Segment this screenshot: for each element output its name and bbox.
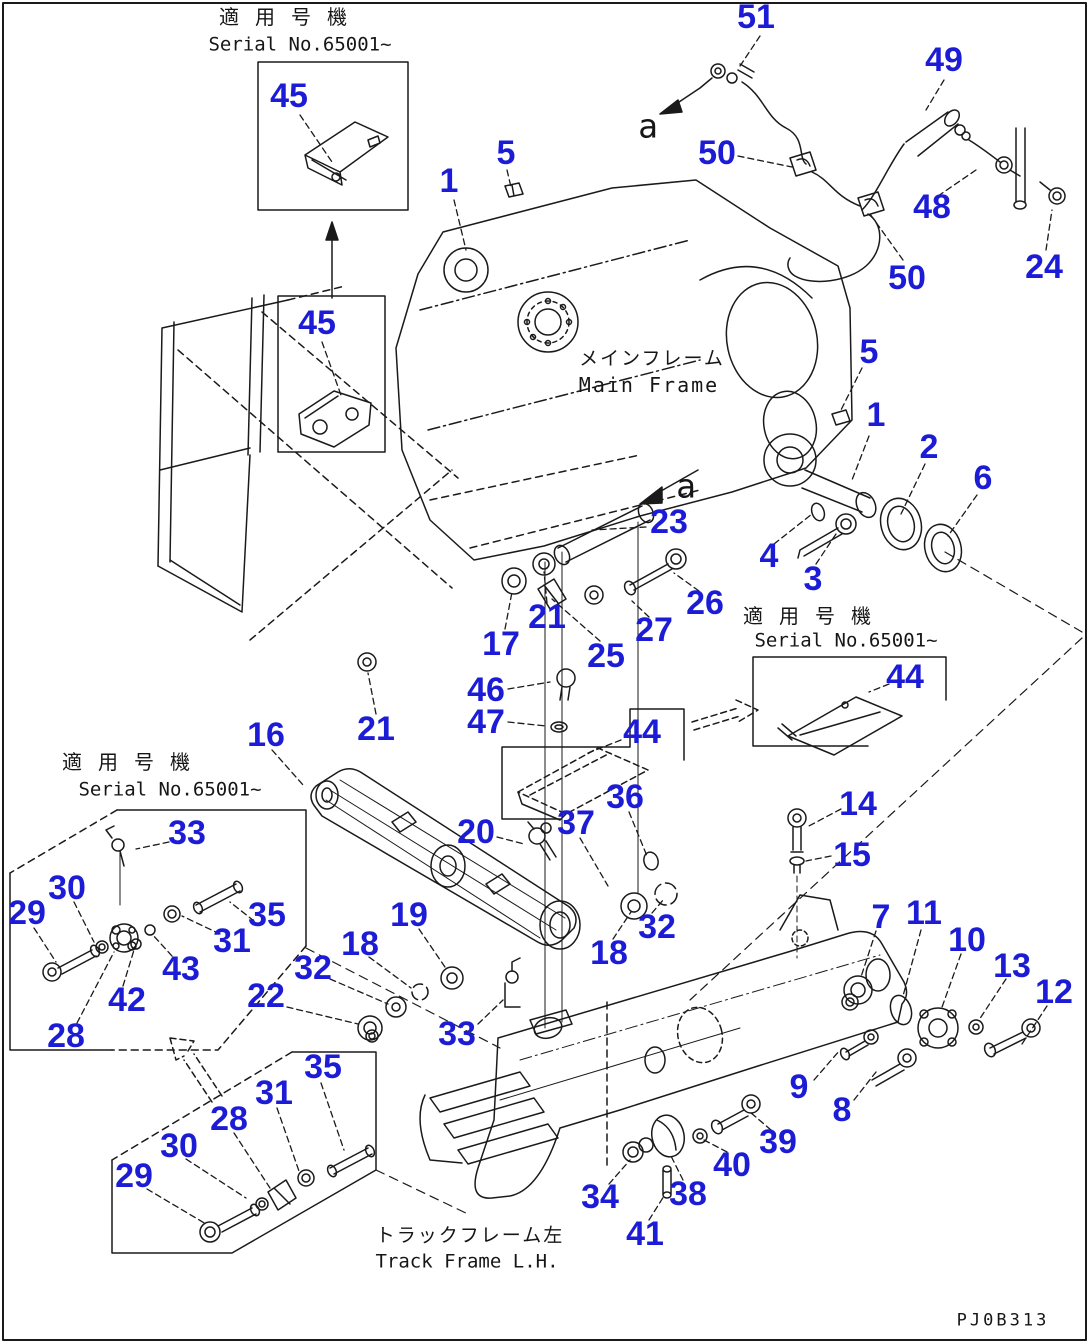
hose-assembly [504,63,1066,426]
serial-box-left [9,809,307,1051]
equalizer-bar [310,768,581,950]
push-frame-structure [157,285,459,641]
pin-23-group [357,469,963,1029]
sightlines [305,551,1083,1216]
serial-box-bottom-left [111,1029,379,1254]
track-frame-hardware [622,808,1041,1199]
detail-box-45-frame [277,295,386,453]
equalizer-hardware [105,825,678,1041]
detail-box-44-right [752,656,947,756]
track-frame-outline [419,894,908,1199]
leader-lines [33,35,1053,1225]
main-frame-outline [395,179,877,561]
detail-box-44-center [501,699,759,821]
detail-box-45-top [257,61,409,299]
